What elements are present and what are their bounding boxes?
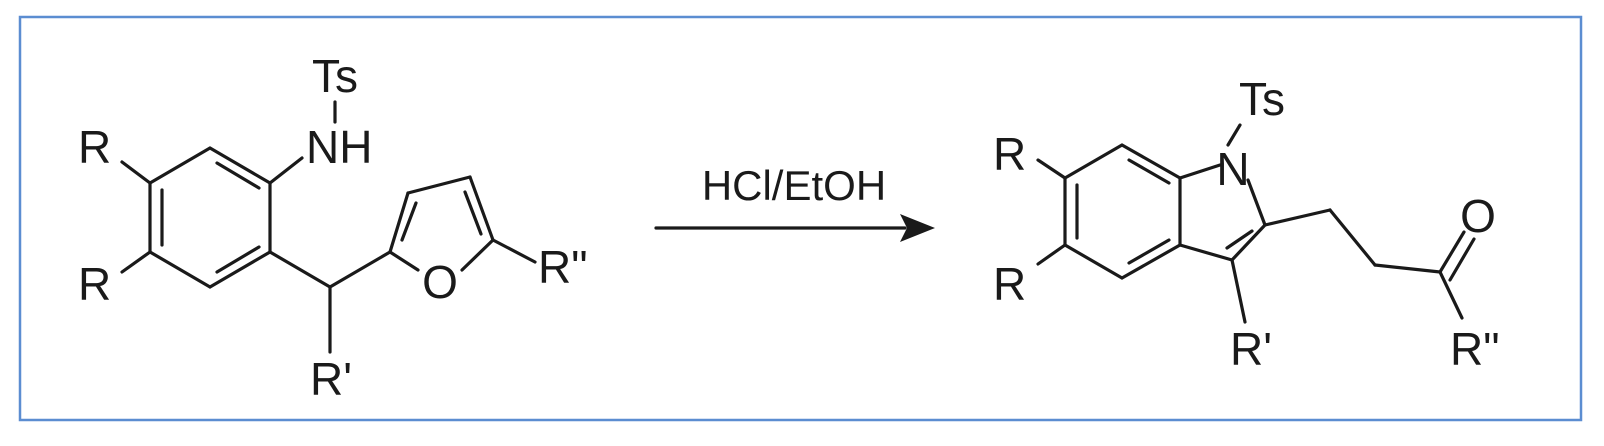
bond-r-top [120,160,152,185]
bond-r-bottom [120,250,152,274]
product-benzene-ring [1063,143,1182,280]
product-r-top-label: R [993,128,1026,180]
carbonyl-bond-b [1448,237,1476,282]
bond-r-double-prime [491,238,537,264]
product-r-bottom-label: R [993,258,1026,310]
reactant-furan-ring [388,175,495,272]
arrow-head [900,214,935,242]
carbonyl-bond-a [1438,230,1466,274]
scheme-frame [18,15,1583,422]
chain-bond-1 [1263,208,1332,227]
chain-bond-3 [1373,263,1442,274]
product-bond-ts-n [1226,123,1242,147]
reactant-furan-o-label: O [422,256,458,308]
product-structure: Ts N R R R' R" O [993,73,1500,375]
bond-bridge-right [328,250,392,289]
bond-nh [268,156,304,185]
reactant-r-top-label: R [78,121,111,173]
chain-bond-2 [1328,208,1377,267]
reactant-r-double-prime-label: R" [538,241,588,293]
product-pyrrole-ring [1178,163,1267,262]
reactant-r-prime-label: R' [310,353,352,405]
product-r-double-prime-label: R" [1450,323,1500,375]
product-bond-r-bottom [1036,243,1067,266]
product-bond-r-top [1036,158,1067,180]
reaction-conditions: HCl/EtOH [702,162,886,209]
reactant-r-bottom-label: R [78,258,111,310]
product-ketone-o-label: O [1460,190,1496,242]
reactant-nh-label: NH [306,121,372,173]
bond-bridge-left [268,250,332,289]
product-n-label: N [1216,143,1249,195]
product-bond-r-prime [1230,258,1247,324]
chain-bond-r-double-prime [1438,270,1464,320]
product-r-prime-label: R' [1230,323,1272,375]
reactant-benzene-ring [148,146,272,289]
reactant-structure: Ts NH R R R' R" O [78,50,588,405]
reactant-ts-label: Ts [312,50,358,102]
product-ts-label: Ts [1239,73,1285,125]
reaction-arrow: HCl/EtOH [654,162,935,242]
